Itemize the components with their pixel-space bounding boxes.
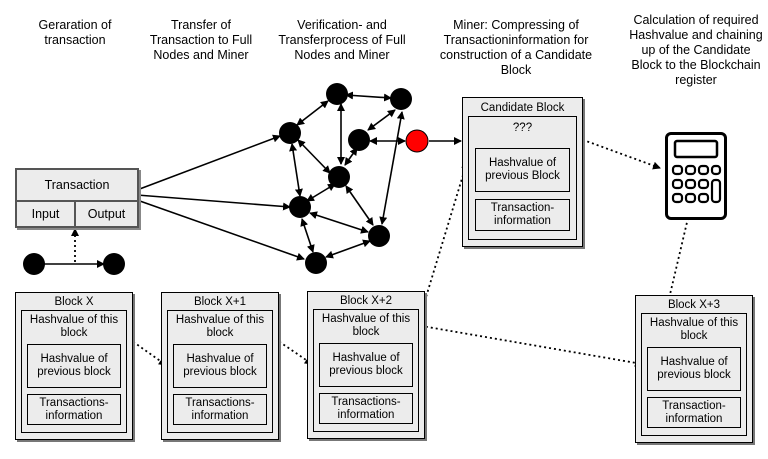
- network-node: [368, 225, 390, 247]
- chain-edge: [415, 324, 643, 367]
- block-x-plus-1: Block X+1 Hashvalue of this block Hashva…: [161, 292, 279, 440]
- chain-edge: [665, 217, 689, 304]
- network-edges: [289, 91, 462, 259]
- block-x-plus-3: Block X+3 Hashvalue of this block Hashva…: [635, 295, 753, 443]
- block-title: Block X: [54, 296, 94, 308]
- network-edge: [344, 147, 358, 166]
- block-own-hash: Hashvalue of this block: [29, 314, 119, 339]
- block-own-hash: Hashvalue of this block: [175, 314, 265, 339]
- transaction-title: Transaction: [17, 170, 137, 202]
- stage-label-miner: Miner: Compressing of Transactioninforma…: [439, 18, 593, 77]
- transfer-edge: [136, 194, 291, 211]
- block-prev-hash: Hashvalue of previous block: [27, 344, 121, 388]
- block-tx-info: Transactions-information: [27, 394, 121, 425]
- block-inner: Hashvalue of this block Hashvalue of pre…: [21, 310, 127, 433]
- block-x-plus-2: Block X+2 Hashvalue of this block Hashva…: [307, 291, 425, 439]
- network-edge: [379, 111, 405, 225]
- chain-edge: [124, 335, 167, 366]
- stage-label-generation: Geraration of transaction: [38, 18, 112, 47]
- candidate-tx-info: Transaction-information: [475, 199, 570, 231]
- generation-node-output: [103, 253, 125, 275]
- chain-edge: [270, 335, 313, 365]
- generation-edges: [34, 228, 105, 268]
- stage-label-verification: Verification- and Transferprocess of Ful…: [278, 18, 406, 62]
- network-edge: [345, 91, 392, 102]
- network-edge: [345, 185, 374, 226]
- calculator-icon-drawing: [671, 139, 722, 204]
- network-node: [348, 129, 370, 151]
- candidate-block-inner: ??? Hashvalue of previous Block Transact…: [468, 116, 577, 240]
- transaction-input: Input: [17, 202, 76, 226]
- block-own-hash: Hashvalue of this block: [321, 313, 411, 338]
- block-prev-hash: Hashvalue of previous block: [647, 347, 741, 391]
- candidate-unknown-hash: ???: [512, 122, 533, 134]
- transfer-edges: [136, 134, 305, 261]
- chain-edge: [415, 161, 469, 331]
- block-inner: Hashvalue of this block Hashvalue of pre…: [167, 310, 273, 433]
- block-own-hash: Hashvalue of this block: [649, 317, 739, 342]
- block-tx-info: Transactions-information: [319, 393, 413, 424]
- transaction-box: Transaction Input Output: [15, 168, 139, 228]
- miner-node: [405, 129, 429, 153]
- network-node: [328, 166, 350, 188]
- block-inner: Hashvalue of this block Hashvalue of pre…: [641, 313, 747, 436]
- calculator-icon: [665, 132, 727, 220]
- generation-node-input: [23, 253, 45, 275]
- network-node: [289, 196, 311, 218]
- block-x: Block X Hashvalue of this block Hashvalu…: [15, 292, 133, 440]
- transaction-output: Output: [87, 207, 126, 221]
- stage-label-transfer: Transfer of Transaction to Full Nodes an…: [149, 18, 253, 62]
- transfer-edge: [136, 199, 305, 261]
- block-prev-hash: Hashvalue of previous block: [173, 344, 267, 388]
- candidate-prev-hash: Hashvalue of previous Block: [475, 148, 570, 192]
- stage-label-calculation: Calculation of required Hashvalue and ch…: [629, 13, 763, 87]
- block-title: Block X+2: [339, 295, 393, 307]
- network-edge: [367, 109, 396, 131]
- network-edge: [325, 239, 371, 259]
- network-edge: [300, 218, 315, 253]
- network-node: [305, 252, 327, 274]
- network-edge: [289, 143, 303, 197]
- nodes: [23, 83, 429, 275]
- network-node: [279, 122, 301, 144]
- network-node: [390, 88, 412, 110]
- block-title: Block X+1: [193, 296, 247, 308]
- network-edge: [296, 100, 329, 126]
- candidate-block: Candidate Block ??? Hashvalue of previou…: [462, 97, 583, 247]
- transfer-edge: [136, 134, 281, 191]
- network-edge: [297, 139, 331, 174]
- block-tx-info: Transaction-information: [647, 397, 741, 428]
- block-tx-info: Transactions-information: [173, 394, 267, 425]
- candidate-block-title: Candidate Block: [480, 102, 565, 114]
- block-prev-hash: Hashvalue of previous block: [319, 343, 413, 387]
- network-node: [326, 83, 348, 105]
- block-title: Block X+3: [667, 299, 721, 311]
- network-edge: [306, 183, 336, 202]
- network-edge: [309, 211, 369, 234]
- block-inner: Hashvalue of this block Hashvalue of pre…: [313, 309, 419, 432]
